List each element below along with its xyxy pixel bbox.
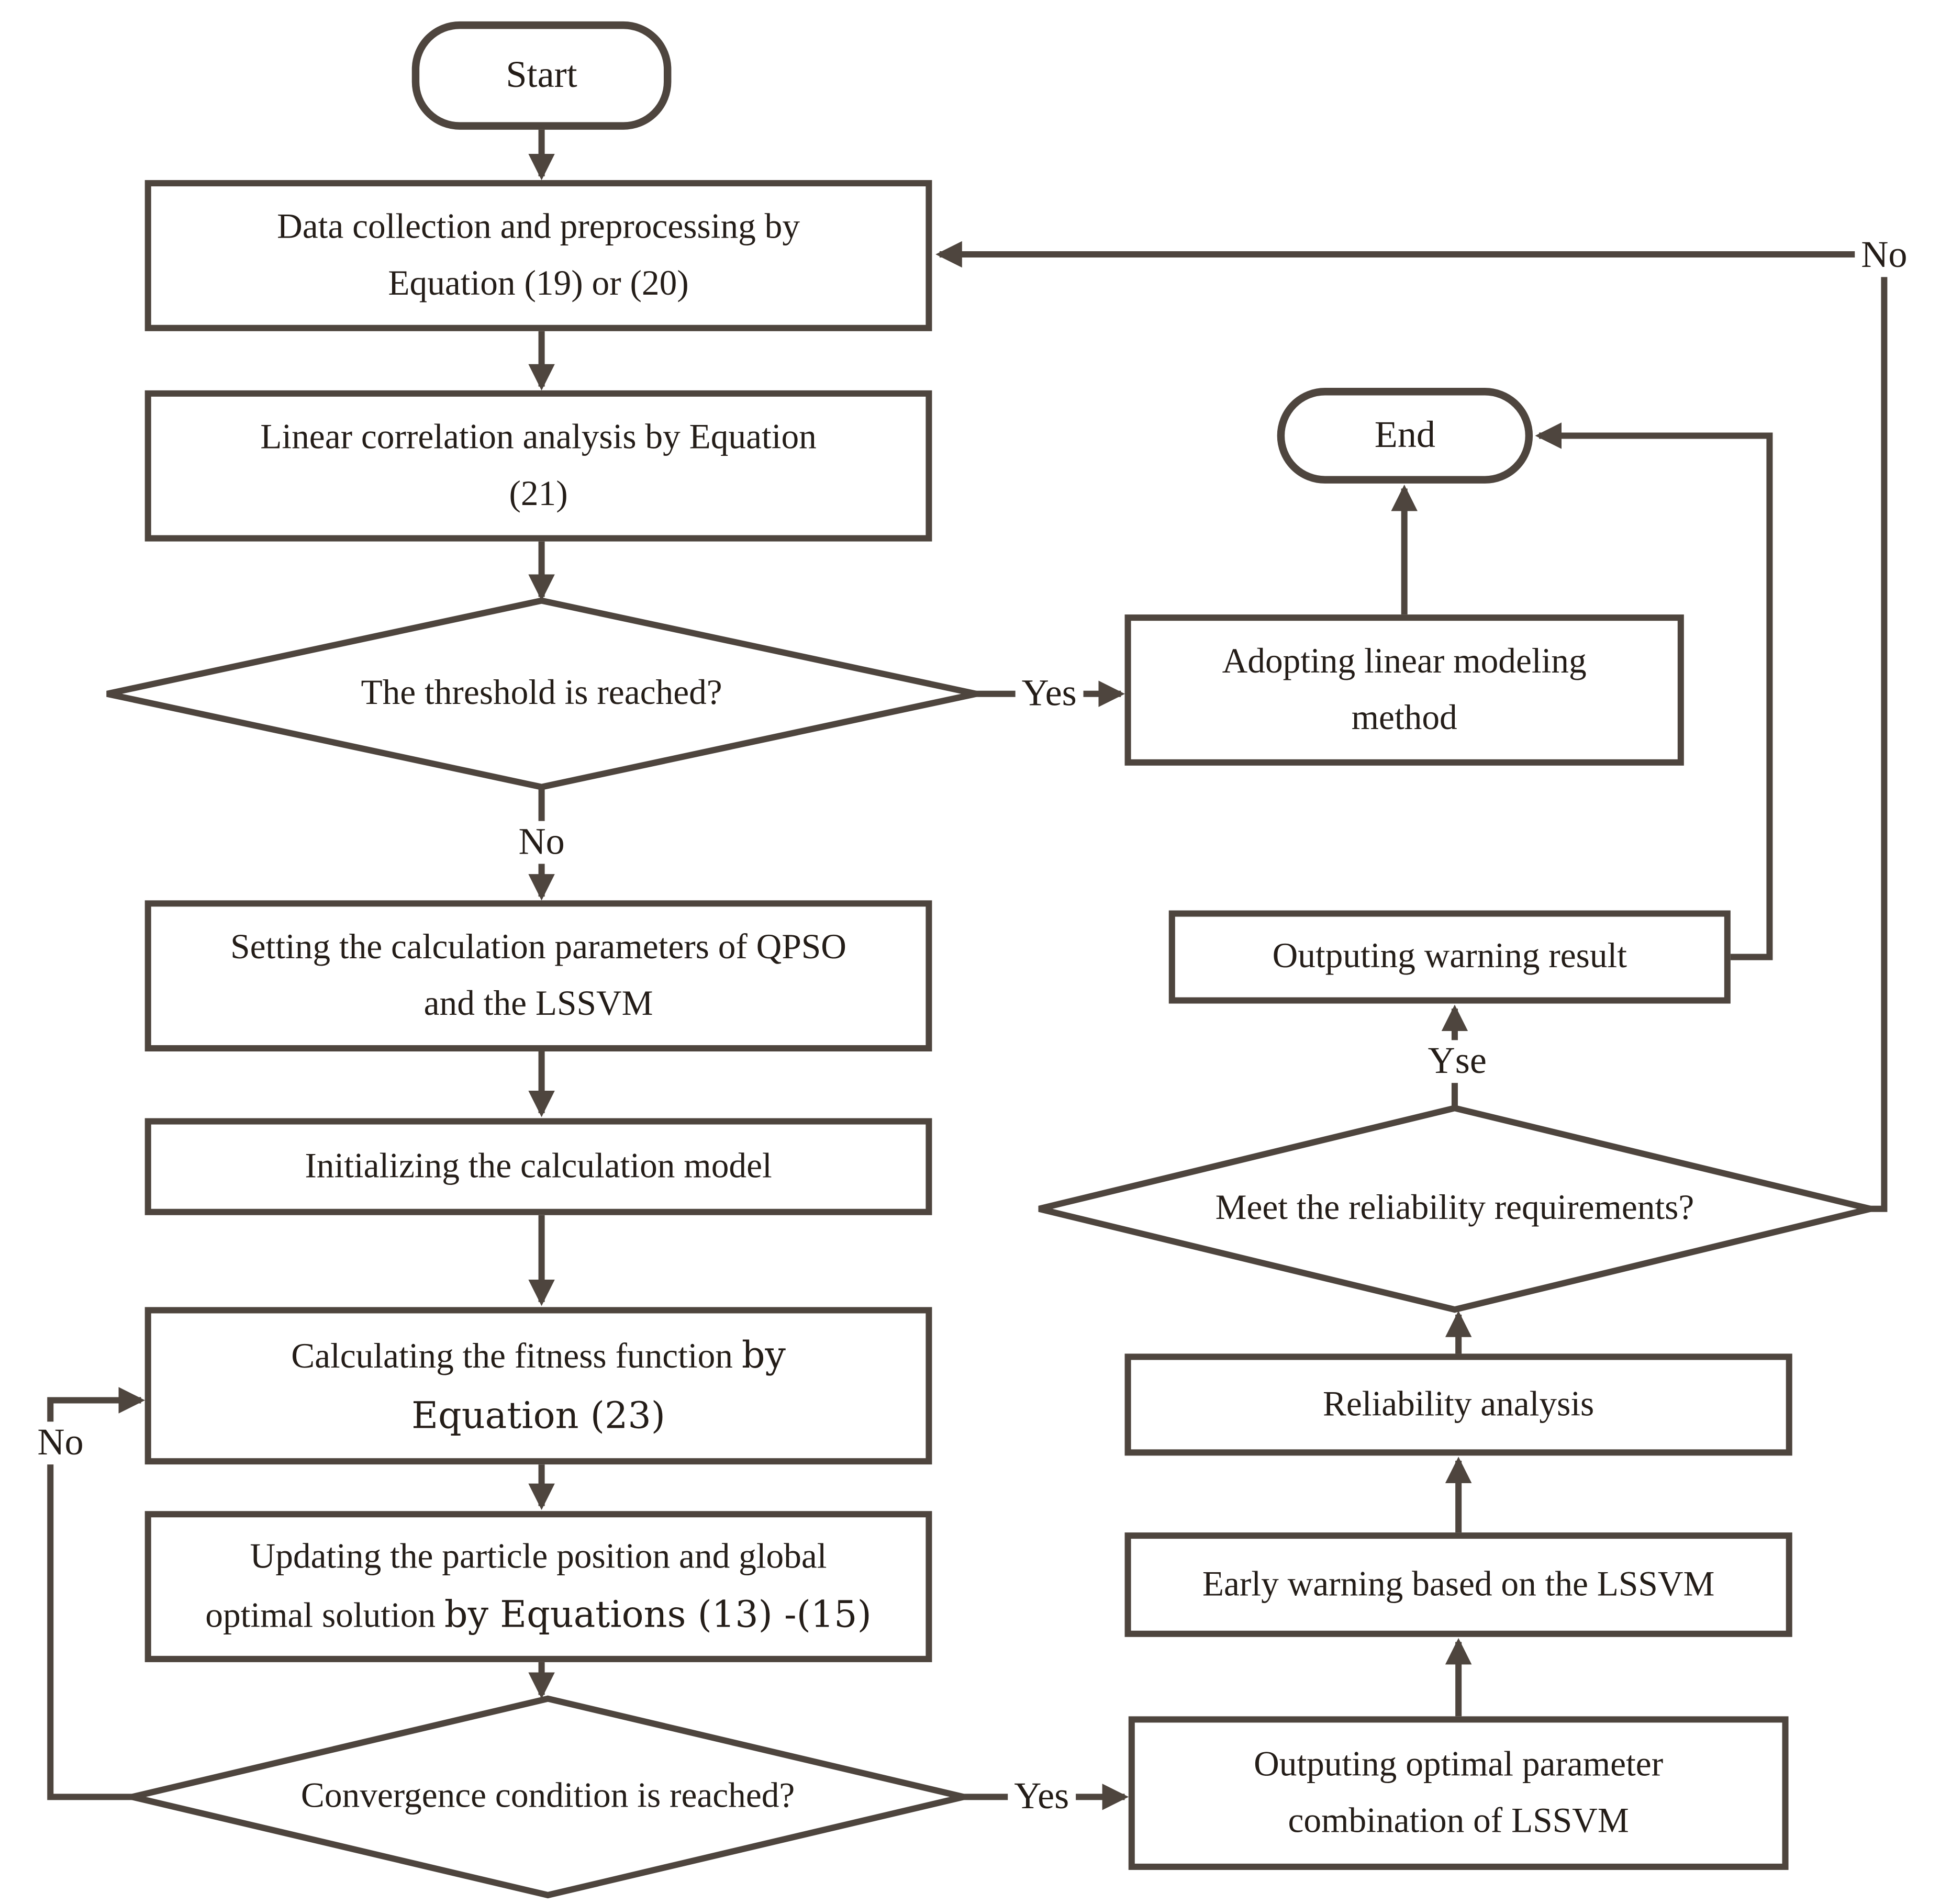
process-line: Outputing optimal parameter	[1254, 1744, 1664, 1784]
process-line: Equation (19) or (20)	[388, 264, 689, 304]
process-updating-particle: Updating the particle position and globa…	[144, 1511, 932, 1662]
edge-label-convergence-yes: Yes	[1008, 1775, 1076, 1819]
process-line: Reliability analysis	[1322, 1385, 1595, 1424]
process-early-warning: Early warning based on the LSSVM	[1124, 1532, 1792, 1637]
process-reliability-analysis: Reliability analysis	[1124, 1353, 1792, 1456]
process-line: optimal solution by Equations (13) -(15)	[205, 1593, 872, 1636]
process-line: Initializing the calculation model	[305, 1147, 772, 1186]
process-linear-correlation: Linear correlation analysis by Equation …	[144, 390, 932, 542]
process-line: Data collection and preprocessing by	[277, 207, 800, 247]
edge-outwarn-to-end	[1535, 422, 1773, 960]
edge-label-reliability-no: No	[1855, 234, 1914, 277]
process-line: Updating the particle position and globa…	[250, 1537, 827, 1576]
process-calculating-fitness: Calculating the fitness function by Equa…	[144, 1307, 932, 1465]
end-label: End	[1374, 413, 1436, 456]
process-line: (21)	[509, 475, 568, 514]
process-line: Equation (23)	[411, 1393, 665, 1437]
process-line: Setting the calculation parameters of QP…	[230, 927, 846, 967]
edge-label-threshold-yes: Yes	[1015, 672, 1083, 715]
edge-label-reliability-yes: Yse	[1421, 1040, 1493, 1083]
edge-reliability-no-loop	[935, 241, 1888, 1212]
decision-reliability-shape	[1038, 1105, 1871, 1313]
process-line: combination of LSSVM	[1288, 1801, 1629, 1841]
process-line: Outputing warning result	[1272, 937, 1627, 977]
process-line: Linear correlation analysis by Equation	[260, 417, 817, 457]
process-data-collection: Data collection and preprocessing by Equ…	[144, 180, 932, 331]
process-line: and the LSSVM	[423, 984, 653, 1024]
process-line: method	[1351, 699, 1457, 738]
process-adopting-linear: Adopting linear modeling method	[1124, 614, 1684, 766]
process-initializing-model: Initializing the calculation model	[144, 1118, 932, 1215]
process-setting-parameters: Setting the calculation parameters of QP…	[144, 900, 932, 1052]
decision-threshold-label: The threshold is reached?	[361, 674, 722, 713]
process-line: Early warning based on the LSSVM	[1202, 1565, 1715, 1604]
process-output-optimal: Outputing optimal parameter combination …	[1128, 1716, 1789, 1870]
edge-label-convergence-no: No	[31, 1421, 90, 1465]
start-terminator: Start	[411, 21, 672, 130]
edge-label-threshold-no: No	[512, 821, 571, 864]
decision-convergence-label: Convergence condition is reached?	[300, 1776, 795, 1816]
start-label: Start	[506, 53, 577, 96]
process-line: Adopting linear modeling	[1222, 642, 1587, 681]
end-terminator: End	[1277, 388, 1533, 484]
process-output-warning: Outputing warning result	[1168, 910, 1731, 1004]
decision-reliability-label: Meet the reliability requirements?	[1215, 1189, 1694, 1228]
edge-convergence-no-loop	[47, 1387, 146, 1800]
decision-convergence-shape	[131, 1695, 964, 1899]
process-line: Calculating the fitness function by	[291, 1334, 786, 1377]
